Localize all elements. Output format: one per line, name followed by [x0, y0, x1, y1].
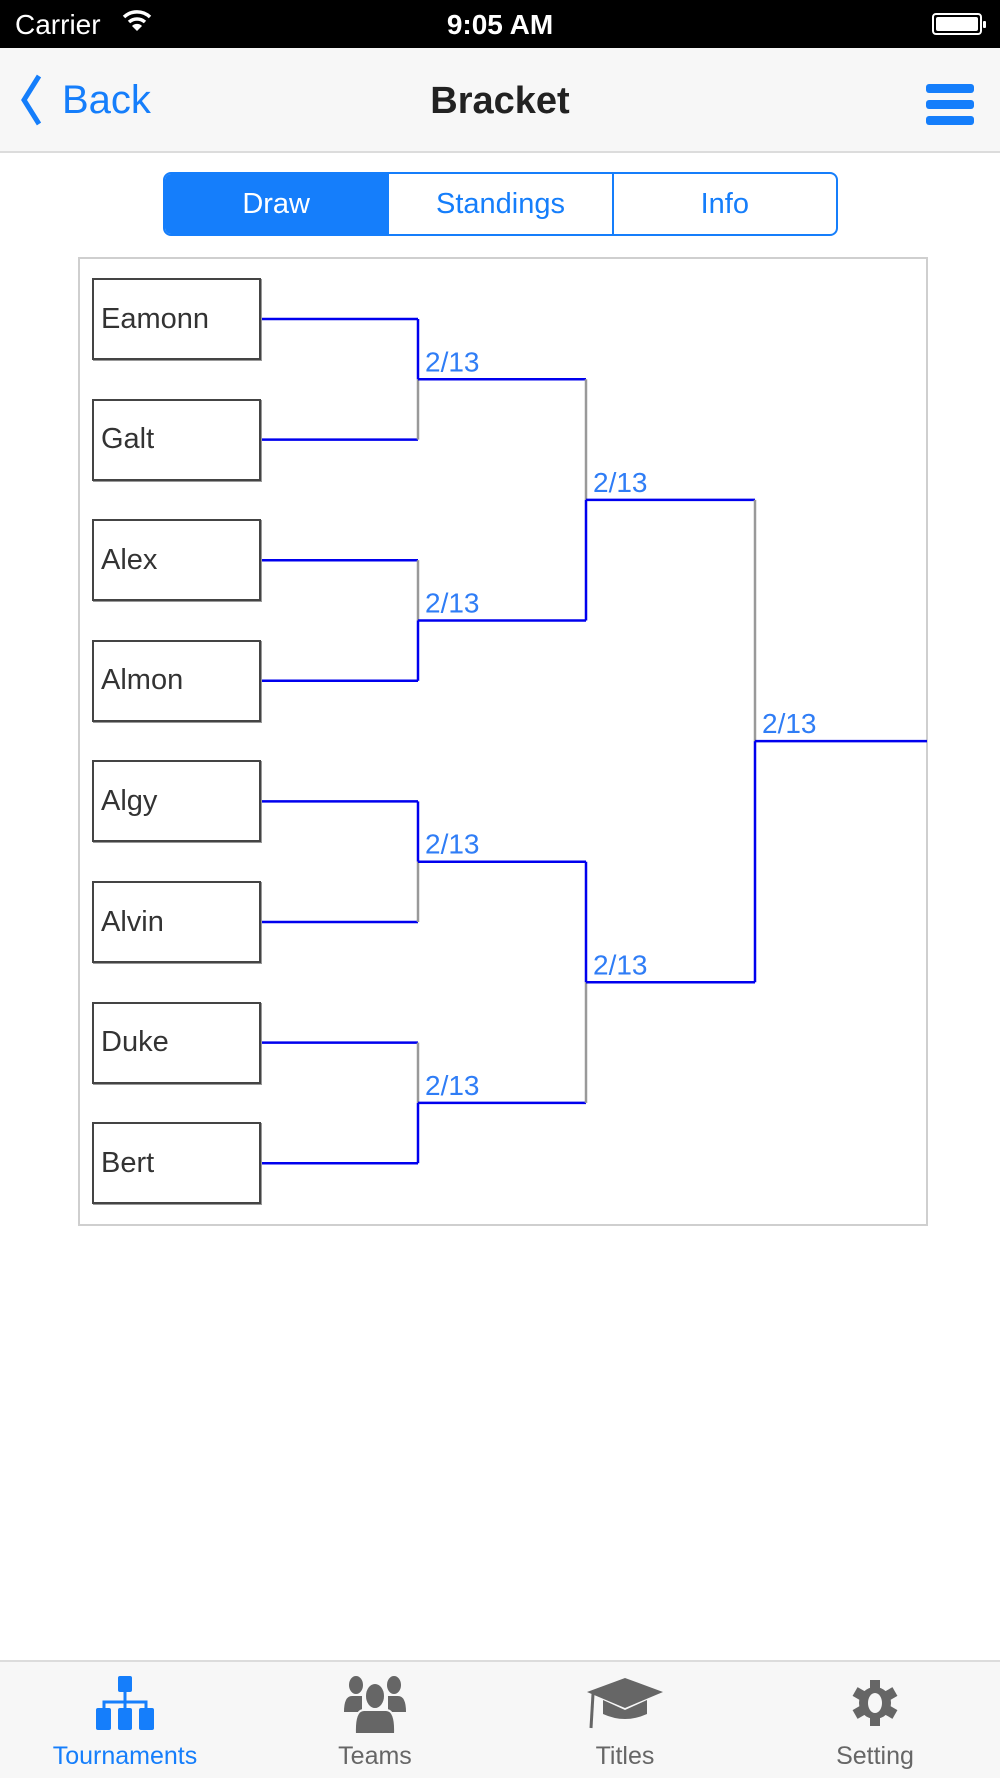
player-box[interactable]: Alex: [92, 519, 261, 602]
graduation-cap-icon: [587, 1678, 663, 1729]
player-box[interactable]: Algy: [92, 760, 261, 843]
player-box[interactable]: Galt: [92, 398, 261, 481]
tab-label: Draw: [242, 187, 310, 220]
player-box[interactable]: Eamonn: [92, 278, 261, 360]
gear-icon: [852, 1680, 898, 1726]
carrier-label: Carrier: [15, 9, 101, 40]
status-bar: Carrier 9:05 AM: [0, 0, 1000, 48]
tab-draw[interactable]: Draw: [165, 174, 388, 234]
tab-standings[interactable]: Standings: [387, 174, 611, 234]
match-date-label: 2/13: [425, 346, 480, 377]
wifi-icon: [122, 10, 152, 31]
battery-icon: [932, 13, 986, 35]
tab-label: Standings: [435, 187, 565, 220]
tabbar-teams[interactable]: Teams: [250, 1662, 500, 1778]
tabbar-label: Tournaments: [52, 1742, 198, 1770]
match-date-label: 2/13: [425, 829, 480, 860]
match-date-label: 2/13: [593, 467, 648, 498]
match-date-label: 2/13: [593, 949, 648, 980]
back-button[interactable]: Back: [20, 74, 151, 126]
chevron-left-icon: [21, 74, 42, 126]
player-box[interactable]: Almon: [92, 639, 261, 722]
tabbar-label: Teams: [338, 1742, 412, 1770]
player-box[interactable]: Alvin: [92, 881, 261, 963]
tabbar-tournaments[interactable]: Tournaments: [0, 1662, 250, 1778]
tab-label: Info: [700, 187, 749, 220]
tabbar-label: Setting: [836, 1742, 914, 1770]
tabbar-label: Titles: [595, 1742, 655, 1770]
tabbar-setting[interactable]: Setting: [750, 1662, 1000, 1778]
segmented-control: Draw Standings Info: [163, 172, 838, 236]
back-label: Back: [62, 77, 151, 122]
page-title: Bracket: [430, 80, 570, 122]
match-date-label: 2/13: [425, 1070, 480, 1101]
tab-bar: Tournaments Teams Titles: [0, 1660, 1000, 1778]
navigation-bar: Back Bracket: [0, 48, 1000, 153]
player-box[interactable]: Bert: [92, 1122, 261, 1205]
users-icon: [344, 1676, 406, 1735]
match-date-label: 2/13: [762, 708, 817, 739]
player-box[interactable]: Duke: [92, 1001, 261, 1084]
sitemap-icon: [96, 1676, 154, 1730]
clock: 9:05 AM: [446, 9, 554, 40]
match-date-label: 2/13: [425, 588, 480, 619]
tab-info[interactable]: Info: [611, 174, 836, 234]
menu-button[interactable]: [926, 84, 974, 126]
tabbar-titles[interactable]: Titles: [500, 1662, 750, 1778]
